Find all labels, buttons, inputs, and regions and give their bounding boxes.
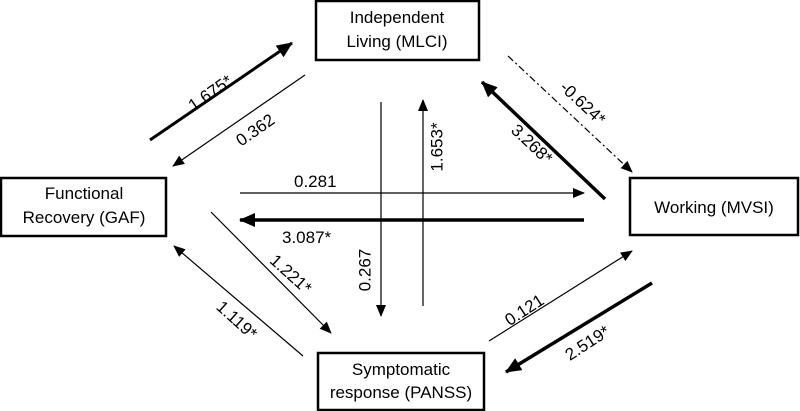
coef-gaf-to-mvsi: 0.281 [294,172,337,191]
arrow-mvsi-to-mlci [480,80,607,201]
coef-mvsi-to-panss: 2.519* [562,322,614,365]
coef-mvsi-to-gaf: 3.087* [282,228,332,247]
coef-mlci-to-mvsi: -0.624* [556,78,609,130]
coef-panss-to-mlci: 1.653* [427,122,446,172]
arrow-mvsi-to-panss [505,281,653,374]
node-panss-line2: response (PANSS) [330,383,472,402]
arrow-panss-to-mvsi [488,250,633,342]
node-mlci-line1: Independent [350,8,445,27]
node-mlci: Independent Living (MLCI) [314,0,481,62]
node-mvsi: Working (MVSI) [628,176,800,237]
arrow-mlci-to-gaf [172,74,306,167]
coef-mlci-to-gaf: 0.362 [233,110,279,150]
node-gaf-line2: Recovery (GAF) [23,208,146,227]
arrow-panss-to-gaf [173,245,304,357]
coef-panss-to-gaf: 1.119* [213,297,262,343]
node-panss: Symptomatic response (PANSS) [316,351,486,411]
node-gaf: Functional Recovery (GAF) [0,176,168,238]
arrow-gaf-to-mlci [149,41,293,142]
arrow-mlci-to-mvsi [507,55,633,173]
node-gaf-line1: Functional [45,184,123,203]
coef-panss-to-mvsi: 0.121 [501,291,547,330]
node-mlci-line2: Living (MLCI) [346,32,447,51]
coef-mlci-to-panss: 0.267 [355,249,374,292]
arrow-gaf-to-panss [210,211,332,334]
coef-gaf-to-mlci: 1.675* [185,71,236,115]
node-panss-line1: Symptomatic [352,360,451,379]
node-mvsi-line1: Working (MVSI) [654,198,774,217]
